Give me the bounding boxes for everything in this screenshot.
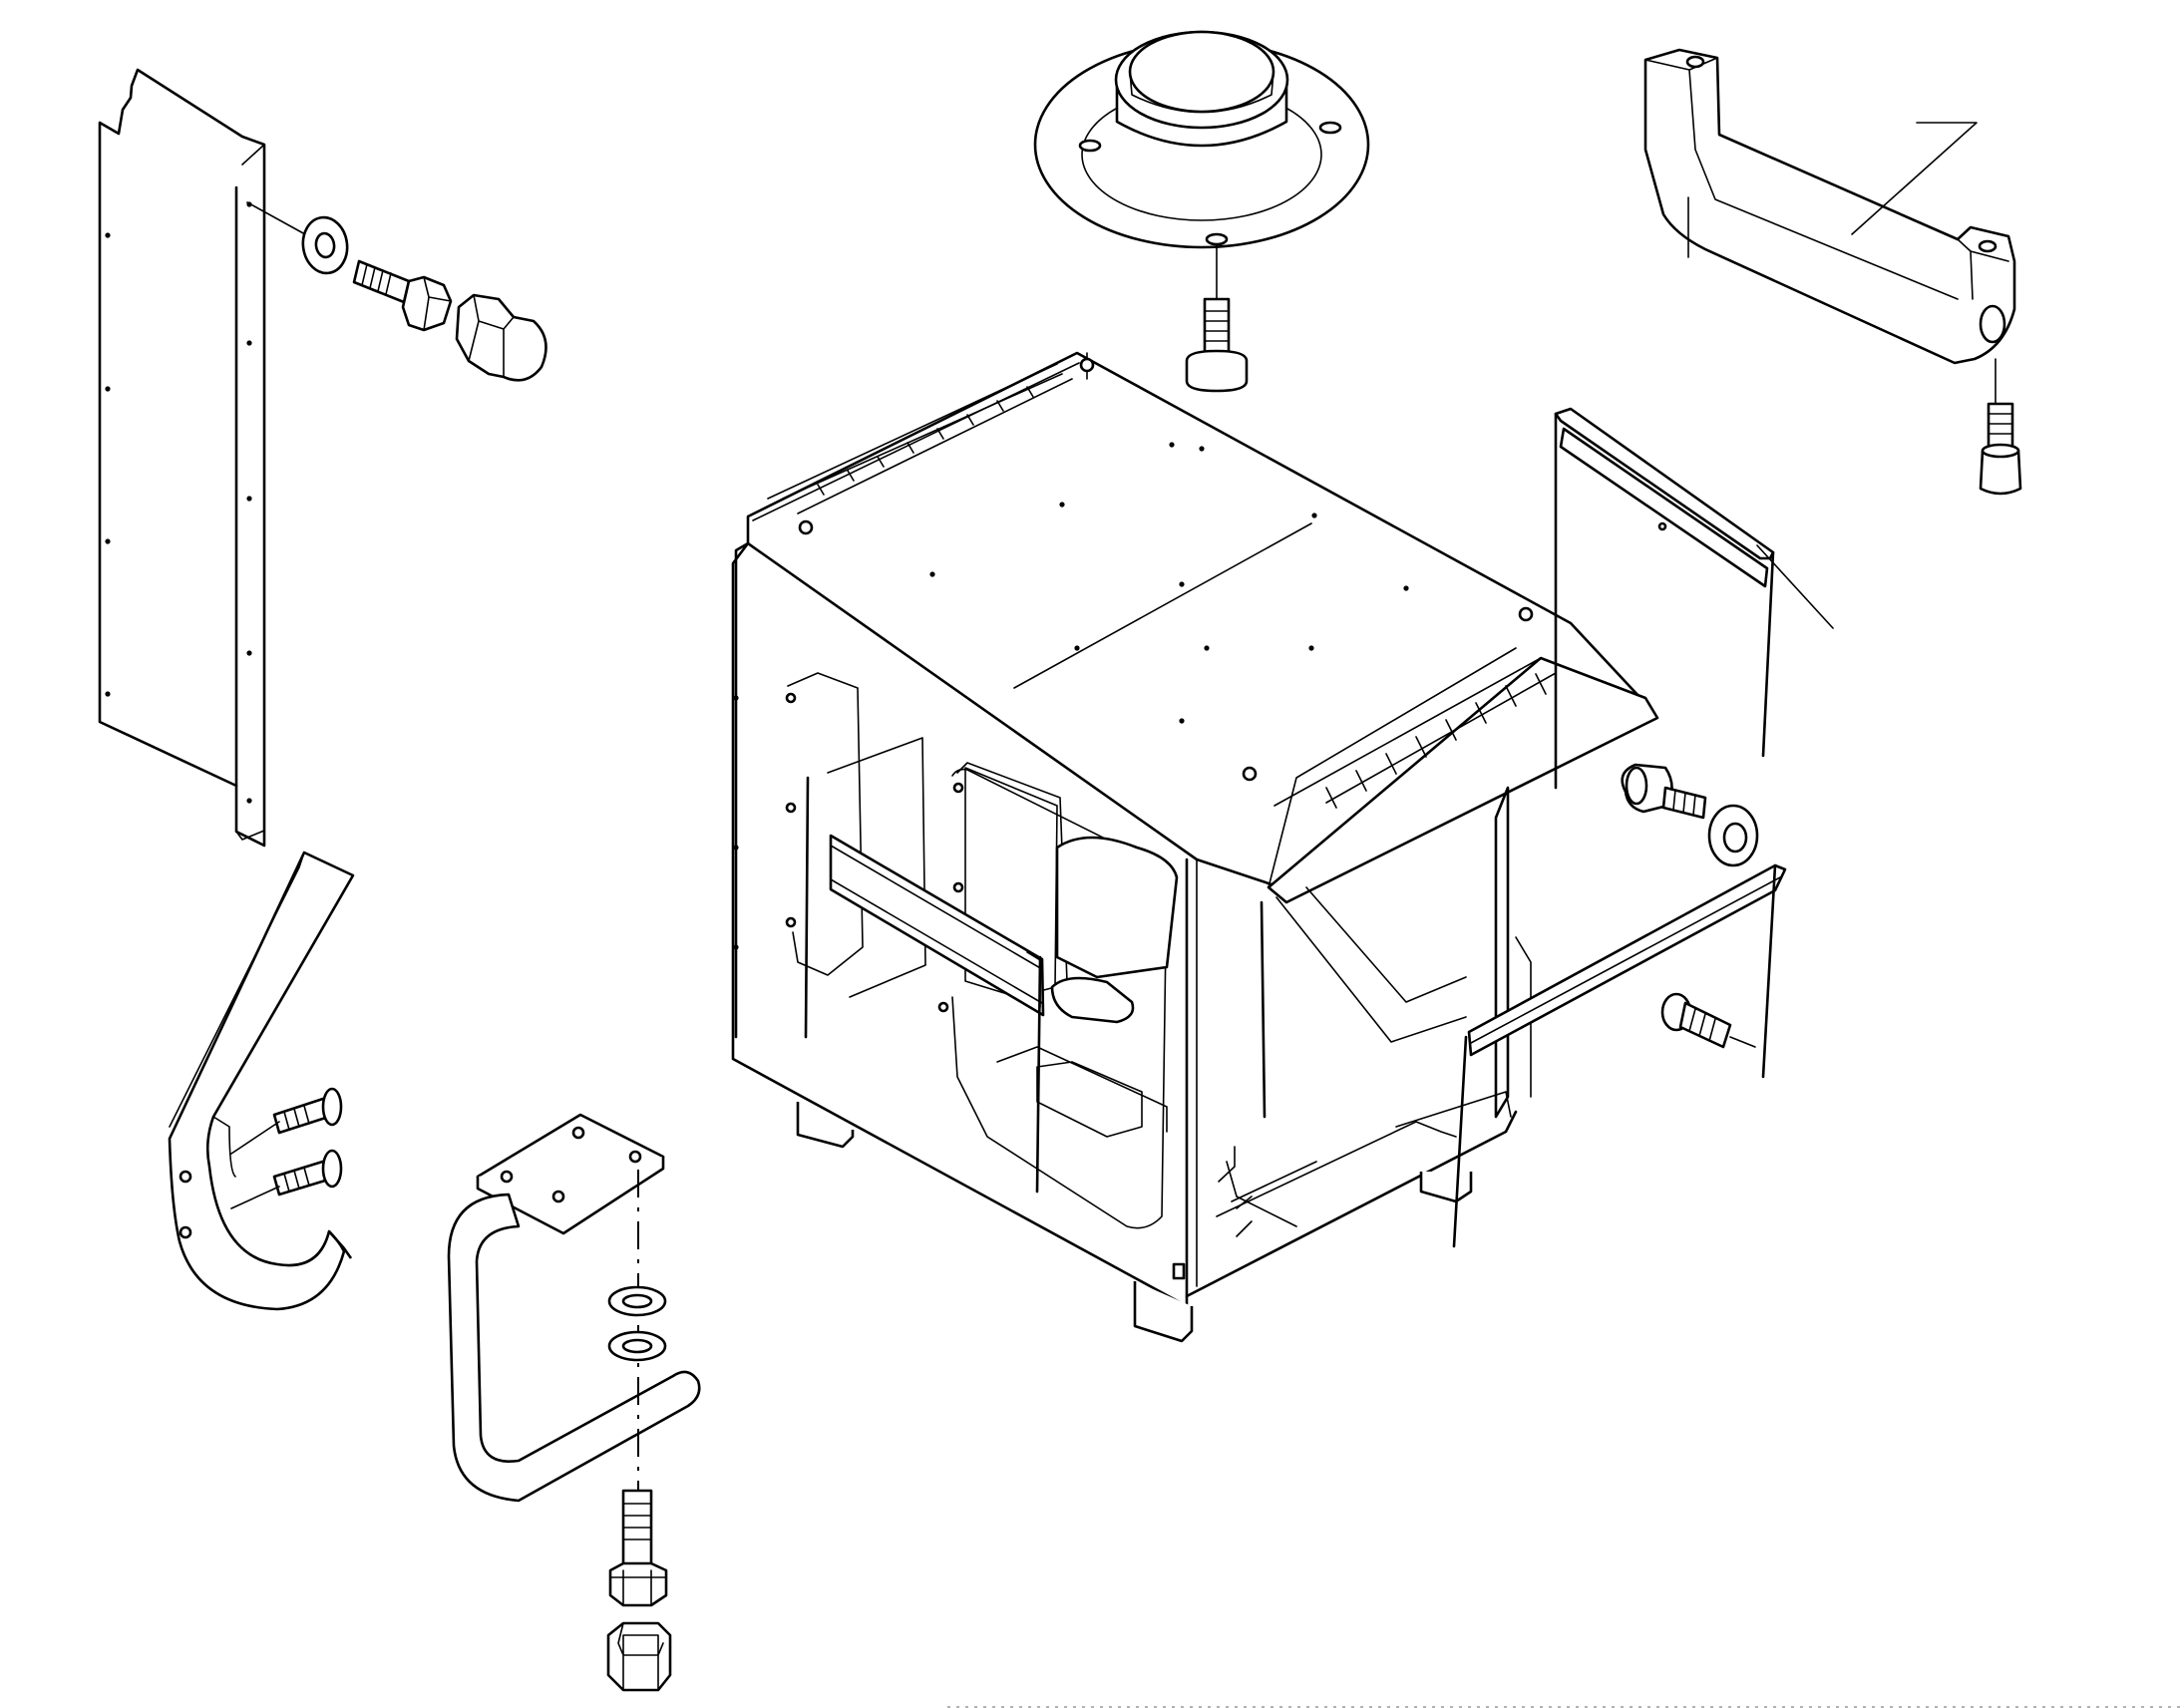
washer-lower-2 bbox=[609, 1332, 665, 1360]
carriage-bolt-1 bbox=[274, 1089, 341, 1133]
socket-cap-screw bbox=[1981, 404, 2020, 494]
shoulder-bolt-right bbox=[1623, 765, 1705, 818]
cab-side-bolts bbox=[733, 694, 1184, 1278]
hex-nut-lower bbox=[608, 1623, 670, 1690]
window-frame-rear bbox=[806, 778, 1043, 1192]
cab-frame bbox=[733, 353, 1657, 1341]
shoulder-bolt-dome bbox=[1187, 299, 1247, 391]
hex-bolt-lower bbox=[610, 1491, 666, 1605]
curved-hook bbox=[170, 853, 353, 1309]
bolt-right-lower bbox=[1662, 994, 1755, 1047]
step-bracket bbox=[449, 1115, 699, 1501]
hex-bolt-upper bbox=[354, 261, 451, 330]
side-panel bbox=[100, 70, 264, 846]
roof-bolts bbox=[800, 359, 1532, 780]
carriage-bolt-2 bbox=[274, 1151, 341, 1195]
window-frame-side bbox=[1556, 409, 1833, 788]
washer-right bbox=[1709, 806, 1757, 865]
washer-lower-1 bbox=[609, 1287, 665, 1315]
flat-washer-upper bbox=[299, 214, 350, 276]
grab-handle-bar bbox=[1645, 50, 2014, 363]
window-frame-front bbox=[1454, 865, 1785, 1246]
dome-cap bbox=[1035, 32, 1368, 247]
panel-holes bbox=[105, 201, 252, 804]
cap-nut-upper bbox=[457, 295, 546, 380]
